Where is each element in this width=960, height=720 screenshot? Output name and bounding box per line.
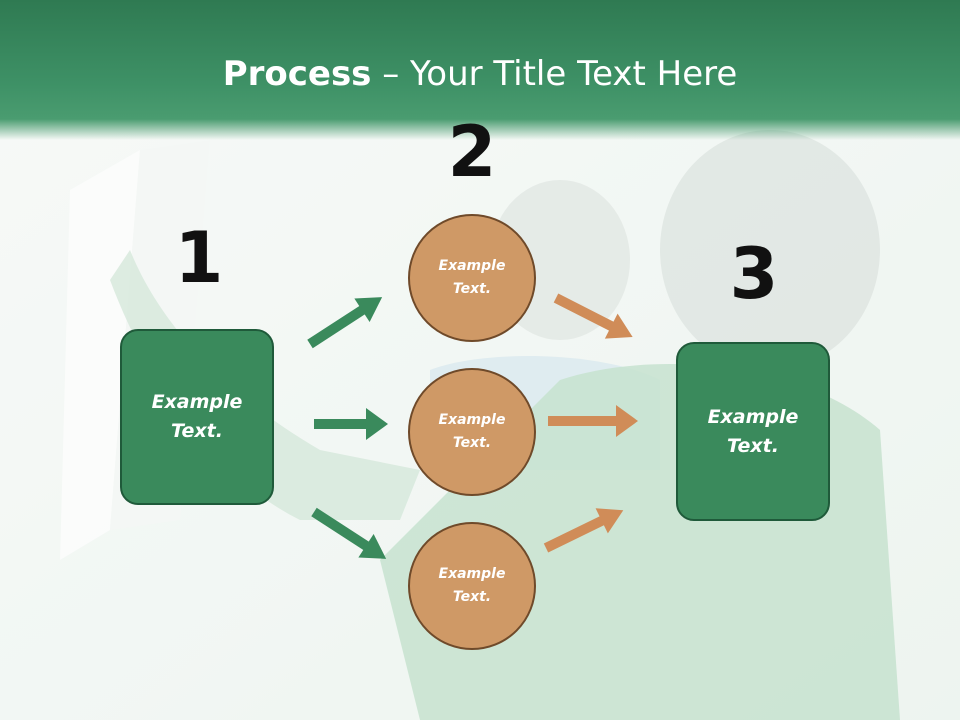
right-box-text: Example Text. xyxy=(707,405,799,457)
right-box: Example Text. xyxy=(676,342,830,521)
left-box: Example Text. xyxy=(120,329,274,505)
arrow-orange-up xyxy=(543,508,624,553)
title-rest: – Your Title Text Here xyxy=(371,54,738,94)
title-bar xyxy=(0,0,960,140)
arrow-green-up xyxy=(307,297,383,349)
title-bold: Process xyxy=(222,54,372,94)
arrow-orange-down xyxy=(553,293,633,339)
arrow-orange-right xyxy=(548,405,638,437)
step-number-2: 2 xyxy=(447,111,497,193)
circle-bottom-text: Example Text. xyxy=(438,566,506,605)
page-title: Process – Your Title Text Here xyxy=(0,50,960,98)
orange-arrows xyxy=(543,293,638,553)
step-number-1: 1 xyxy=(174,217,224,299)
circle-top-text: Example Text. xyxy=(438,258,506,297)
circle-middle: Example Text. xyxy=(408,368,536,496)
arrow-green-down xyxy=(311,507,387,559)
step-number-3: 3 xyxy=(729,233,779,315)
circle-top: Example Text. xyxy=(408,214,536,342)
circle-middle-text: Example Text. xyxy=(438,412,506,451)
left-box-text: Example Text. xyxy=(151,391,243,442)
arrow-green-right xyxy=(314,408,388,440)
circle-bottom: Example Text. xyxy=(408,522,536,650)
green-arrows xyxy=(307,297,388,559)
